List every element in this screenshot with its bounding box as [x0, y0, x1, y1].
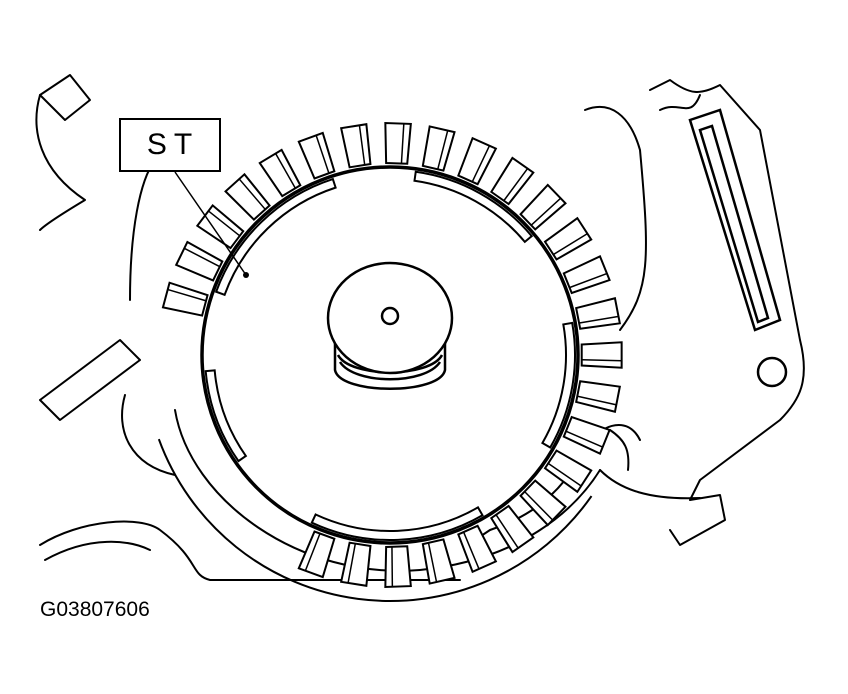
- ring-tooth: [258, 148, 302, 198]
- ring-tooth-edge: [565, 430, 604, 448]
- ring-tooth-edge: [579, 315, 619, 324]
- rim-slot: [204, 369, 248, 463]
- ring-tooth-edge: [207, 210, 241, 237]
- ring-tooth: [543, 449, 593, 494]
- ring-outer-rim: [157, 438, 593, 602]
- ring-tooth-edge: [530, 197, 562, 226]
- ring-tooth-edge: [315, 134, 330, 174]
- ring-tooth: [224, 172, 271, 221]
- rim-slot: [413, 170, 534, 244]
- ring-tooth: [384, 545, 412, 588]
- ring-tooth: [457, 136, 498, 186]
- hub-center-hole: [380, 306, 400, 326]
- ring-tooth-edge: [577, 395, 617, 406]
- ring-tooth-edge: [503, 167, 529, 201]
- ring-tooth: [339, 541, 372, 587]
- ring-tooth-edge: [358, 124, 366, 165]
- ring-tooth: [457, 524, 498, 574]
- ring-tooth-edge: [495, 514, 519, 549]
- callout-point: [243, 272, 249, 278]
- callout-leader: [174, 171, 247, 276]
- ring-tooth: [489, 504, 535, 554]
- ring-tooth-edge: [553, 232, 589, 256]
- ring-tooth-edge: [274, 152, 296, 189]
- mounting-hole: [756, 356, 788, 388]
- ring-tooth: [575, 297, 622, 330]
- ring-tooth-edge: [569, 272, 608, 289]
- ring-tooth: [543, 216, 593, 261]
- ring-tooth: [519, 183, 567, 231]
- callout-box: [119, 118, 221, 172]
- ring-tooth-edge: [183, 247, 220, 268]
- ring-tooth-edge: [547, 462, 582, 487]
- slotted-rail: [688, 108, 782, 332]
- rim-slots: [204, 170, 576, 541]
- rim-slot: [310, 506, 484, 541]
- tooth-ring: [157, 122, 623, 602]
- housing-outline: [35, 74, 805, 581]
- ring-tooth: [575, 380, 622, 413]
- ring-tooth-edge: [427, 542, 438, 583]
- ring-tooth-edge: [471, 145, 491, 182]
- ring-tooth: [489, 156, 535, 206]
- ring-tooth: [297, 131, 336, 180]
- callout-label: ST: [146, 128, 200, 161]
- ring-tooth: [384, 122, 412, 165]
- hub: [326, 261, 454, 390]
- ring-tooth: [580, 341, 623, 369]
- ring-tooth: [562, 255, 611, 295]
- ring-tooth-edge: [400, 123, 405, 164]
- ring-tooth-edge: [437, 130, 449, 170]
- ring-tooth: [562, 415, 611, 455]
- ring-tooth-edge: [524, 491, 554, 521]
- ring-tooth: [174, 240, 224, 282]
- ring-tooth-edge: [304, 533, 321, 572]
- ring-tooth-edge: [238, 178, 266, 210]
- ring-tooth: [421, 538, 456, 585]
- rim-slot: [214, 177, 337, 297]
- ring-tooth-edge: [167, 288, 207, 302]
- ring-tooth: [195, 203, 245, 250]
- ring-tooth-edge: [463, 531, 480, 570]
- ring-tooth: [339, 123, 372, 169]
- figure-id: G03807606: [40, 598, 150, 621]
- ring-tooth: [519, 479, 567, 527]
- ring-tooth-edge: [581, 359, 622, 362]
- ring-tooth: [297, 530, 336, 579]
- rim-slot: [541, 321, 576, 449]
- ring-tooth-edge: [347, 543, 357, 584]
